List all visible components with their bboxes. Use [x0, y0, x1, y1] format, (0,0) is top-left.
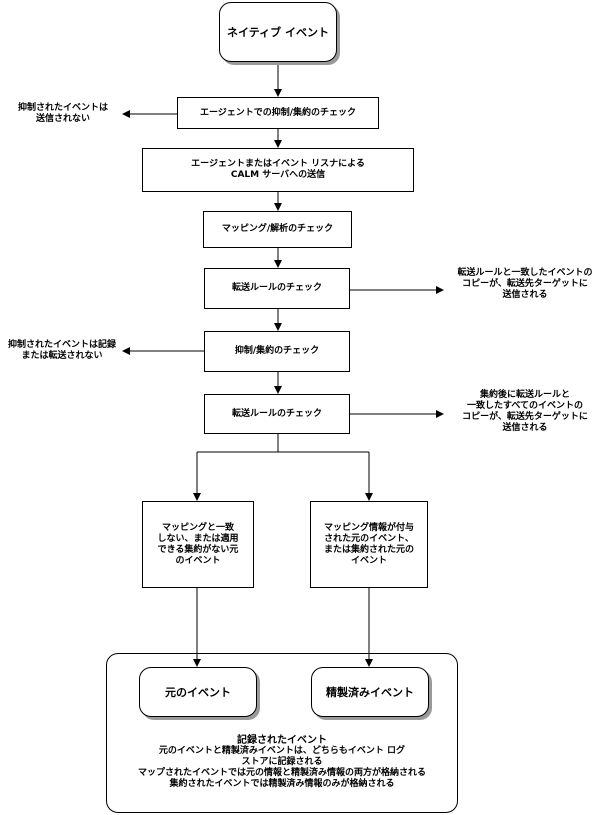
native-event-label: ネイティブ イベント: [227, 25, 329, 39]
native-event-node: ネイティブ イベント: [219, 2, 337, 62]
mapped-original-node: マッピング情報が付与 された元のイベント、 または集約された元の イベント: [310, 501, 428, 588]
send-to-calm-label: エージェントまたはイベント リスナによる CALM サーバへの送信: [191, 159, 365, 180]
refined-event-node: 精製済みイベント: [311, 667, 429, 717]
forward-check-2-node: 転送ルールのチェック: [204, 394, 350, 434]
mapping-check-label: マッピング/解析のチェック: [221, 224, 334, 234]
unmapped-original-label: マッピングと一致 しない、または適用 できる集約がない元 のイベント: [157, 522, 239, 566]
refined-event-label: 精製済みイベント: [326, 685, 414, 699]
mapping-check-node: マッピング/解析のチェック: [203, 211, 352, 248]
forward-check-2-label: 転送ルールのチェック: [231, 408, 322, 419]
recorded-events-title: 記録されたイベント: [237, 735, 327, 746]
note-suppressed-not-recorded: 抑制されたイベントは記録 または転送されない: [7, 340, 116, 361]
agent-check-node: エージェントでの抑制/集約のチェック: [177, 97, 379, 129]
recorded-events-description: 元のイベントと精製済みイベントは、どちらもイベント ログ ストアに記録される マ…: [137, 746, 426, 789]
suppress-check-label: 抑制/集約のチェック: [234, 346, 320, 356]
original-event-node: 元のイベント: [139, 667, 257, 717]
forward-check-1-node: 転送ルールのチェック: [204, 268, 350, 309]
suppress-check-node: 抑制/集約のチェック: [204, 331, 350, 372]
forward-check-1-label: 転送ルールのチェック: [231, 283, 322, 293]
send-to-calm-node: エージェントまたはイベント リスナによる CALM サーバへの送信: [142, 148, 414, 192]
note-agent-suppressed: 抑制されたイベントは 送信されない: [17, 103, 108, 124]
mapped-original-label: マッピング情報が付与 された元のイベント、 または集約された元の イベント: [323, 522, 414, 566]
note-forward-copy-2: 集約後に転送ルールと 一致したすべてのイベントの コピーが、転送先ターゲットに …: [462, 390, 588, 433]
note-forward-copy-1: 転送ルールと一致したイベントの コピーが、転送先ターゲットに 送信される: [457, 268, 593, 300]
unmapped-original-node: マッピングと一致 しない、または適用 できる集約がない元 のイベント: [142, 501, 254, 588]
agent-check-label: エージェントでの抑制/集約のチェック: [199, 107, 357, 118]
recorded-events-container: [106, 653, 458, 813]
original-event-label: 元のイベント: [165, 685, 231, 699]
